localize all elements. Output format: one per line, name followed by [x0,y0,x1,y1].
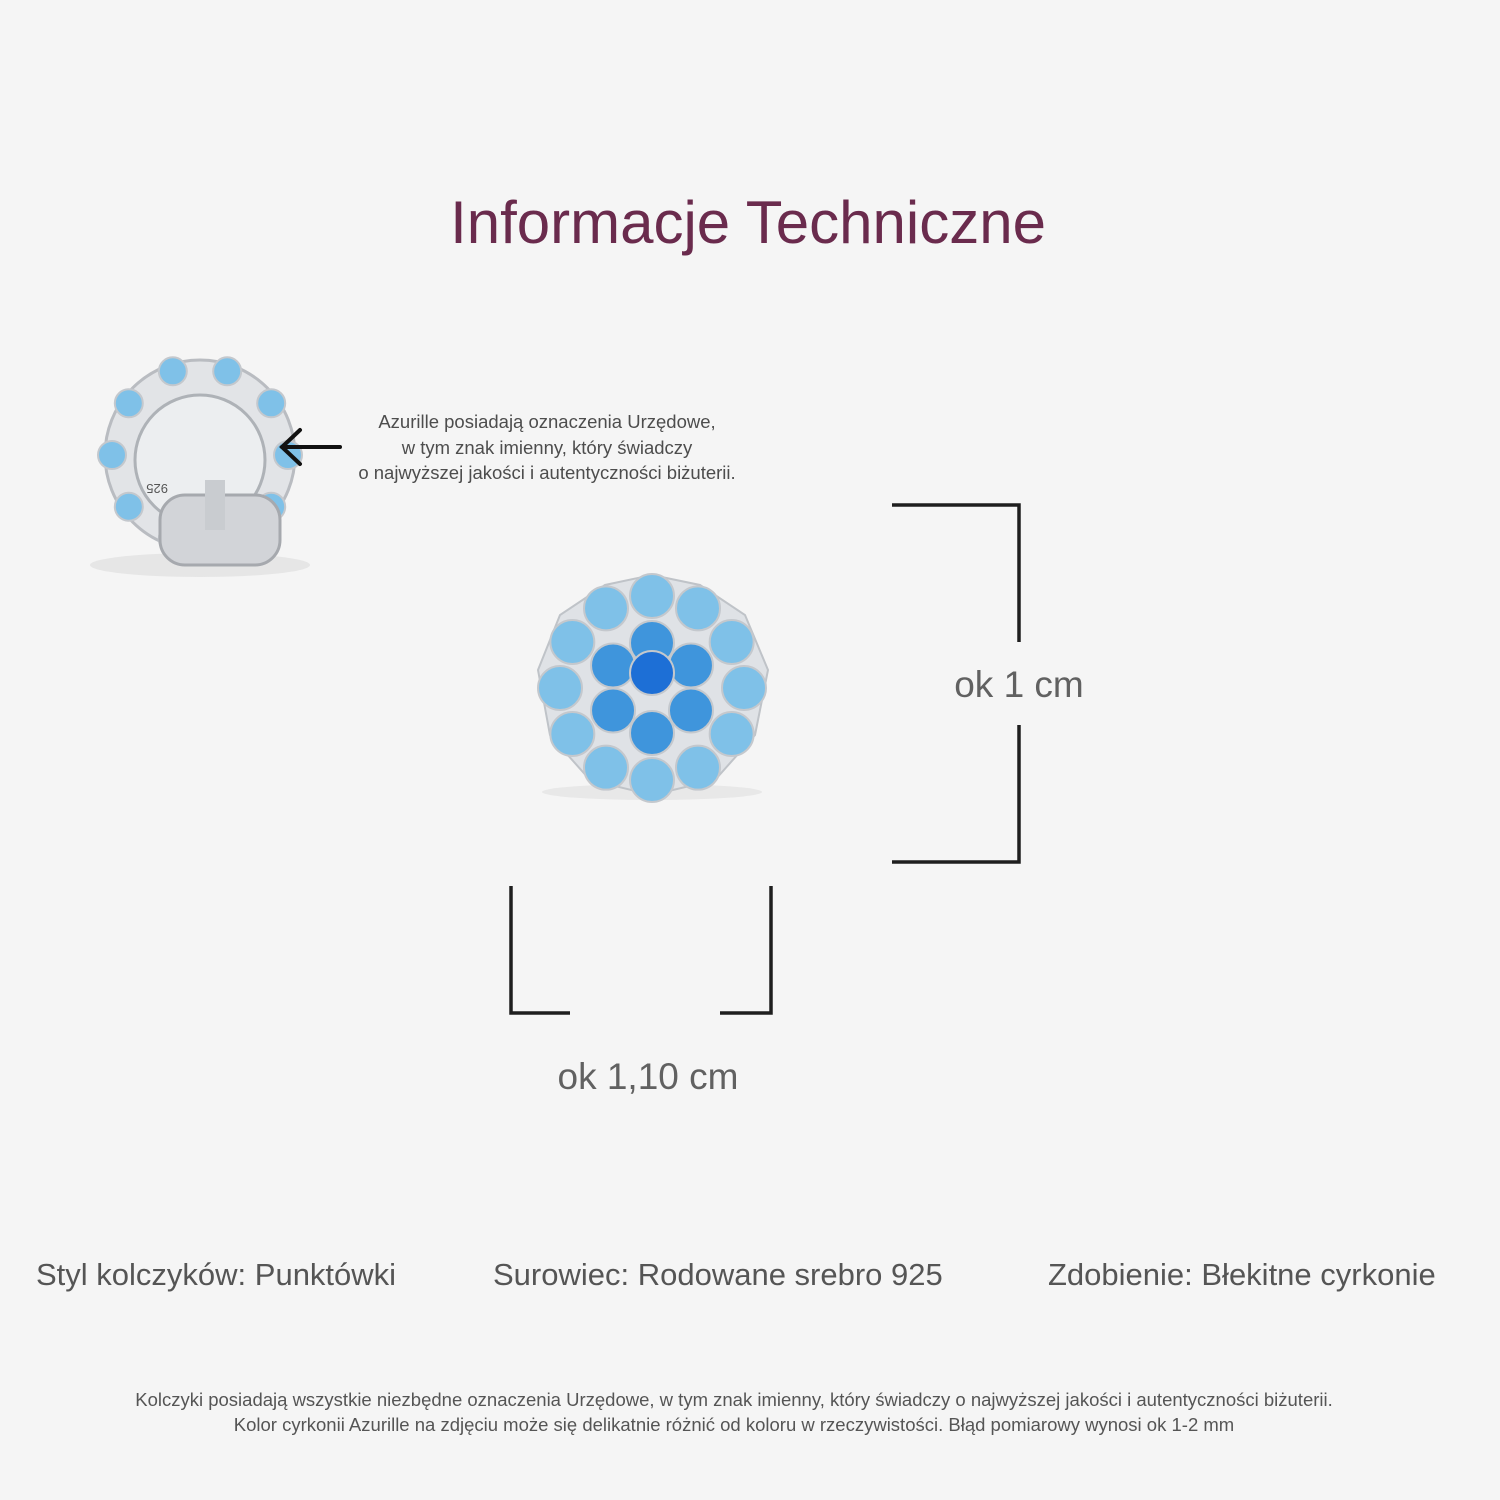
engraving-925: 925 [146,481,168,496]
gemstone [675,744,721,791]
earring-back-photo: 925 [90,356,310,577]
arrow-left-icon [279,428,342,466]
footer-line: Kolczyki posiadają wszystkie niezbędne o… [135,1389,1333,1410]
gemstone [113,388,144,419]
spec-material: Surowiec: Rodowane srebro 925 [493,1257,943,1292]
gemstone [590,687,637,734]
height-bracket [892,503,1021,864]
gemstone [629,710,675,756]
gemstone [590,642,637,689]
gemstone [667,687,714,734]
footer-line: Kolor cyrkonii Azurille na zdjęciu może … [233,1414,1235,1435]
gemstone [708,619,755,665]
hallmark-note-line: w tym znak imienny, który świadczy [401,436,693,458]
width-bracket [509,886,773,1015]
gemstone [667,642,714,689]
width-label: ok 1,10 cm [557,1056,739,1097]
gemstone [708,711,755,757]
gemstone [629,573,675,619]
spec-style: Styl kolczyków: Punktówki [36,1257,397,1292]
gemstone [97,440,127,470]
page-title: Informacje Techniczne [450,189,1046,256]
gemstone [157,356,188,387]
earring-front-photo [536,573,770,803]
gemstone [113,491,144,522]
gemstone [583,744,629,791]
gemstone [537,665,583,711]
gemstone [629,757,675,803]
height-label: ok 1 cm [954,664,1084,705]
hallmark-note-line: Azurille posiadają oznaczenia Urzędowe, [378,411,716,432]
footer-note: Kolczyki posiadają wszystkie niezbędne o… [0,1387,1468,1437]
gemstone [212,356,243,387]
spec-decoration: Zdobienie: Błekitne cyrkonie [1048,1257,1436,1292]
gemstone [256,388,287,419]
hallmark-note-line: o najwyższej jakości i autentyczności bi… [358,462,736,483]
gemstone [629,650,675,696]
gemstone [675,585,721,632]
gemstone [549,711,596,757]
gemstone [549,619,596,665]
gemstone [583,585,629,632]
gemstone [721,665,767,711]
hallmark-note: Azurille posiadają oznaczenia Urzędowe, … [300,409,794,486]
